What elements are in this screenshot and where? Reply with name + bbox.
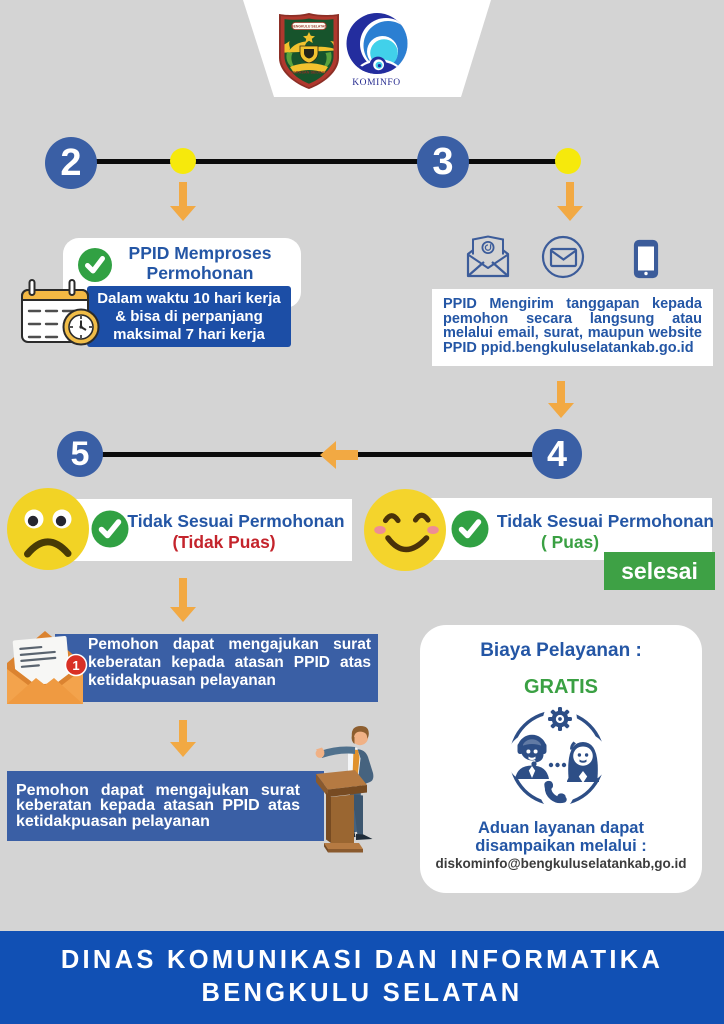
svg-text:KOMINFO: KOMINFO: [352, 78, 401, 88]
svg-text:1: 1: [72, 658, 79, 673]
svg-text:BENGKULU SELATAN: BENGKULU SELATAN: [291, 25, 327, 29]
svg-text:SERASAN SEIJOAN: SERASAN SEIJOAN: [291, 71, 328, 75]
